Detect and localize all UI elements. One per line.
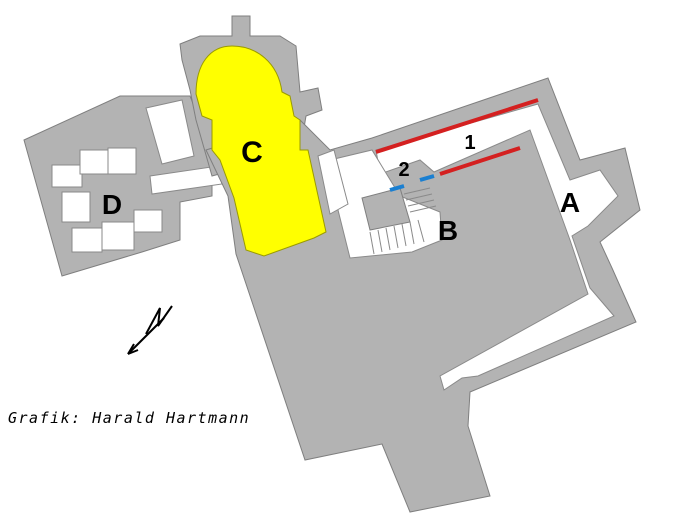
label-1: 1 — [464, 132, 475, 154]
label-a: A — [560, 187, 580, 218]
wall-marker-1-outer — [375, 98, 539, 154]
wing-d-rooms — [51, 99, 223, 253]
label-b: B — [438, 215, 458, 246]
wing-a-courtyard[interactable] — [375, 103, 619, 391]
graphic-credit: Grafik: Harald Hartmann — [8, 409, 251, 427]
wall-marker-2-right — [419, 174, 435, 182]
stairwell-b[interactable] — [329, 149, 443, 259]
wall-marker-1-inner — [439, 146, 521, 176]
chapel-c[interactable] — [195, 45, 327, 257]
north-arrow-icon — [127, 305, 173, 355]
label-2: 2 — [398, 159, 409, 181]
label-c: C — [241, 136, 263, 169]
wall-marker-2-left — [389, 184, 405, 192]
chapel-side-room — [317, 149, 349, 215]
label-d: D — [102, 189, 122, 220]
